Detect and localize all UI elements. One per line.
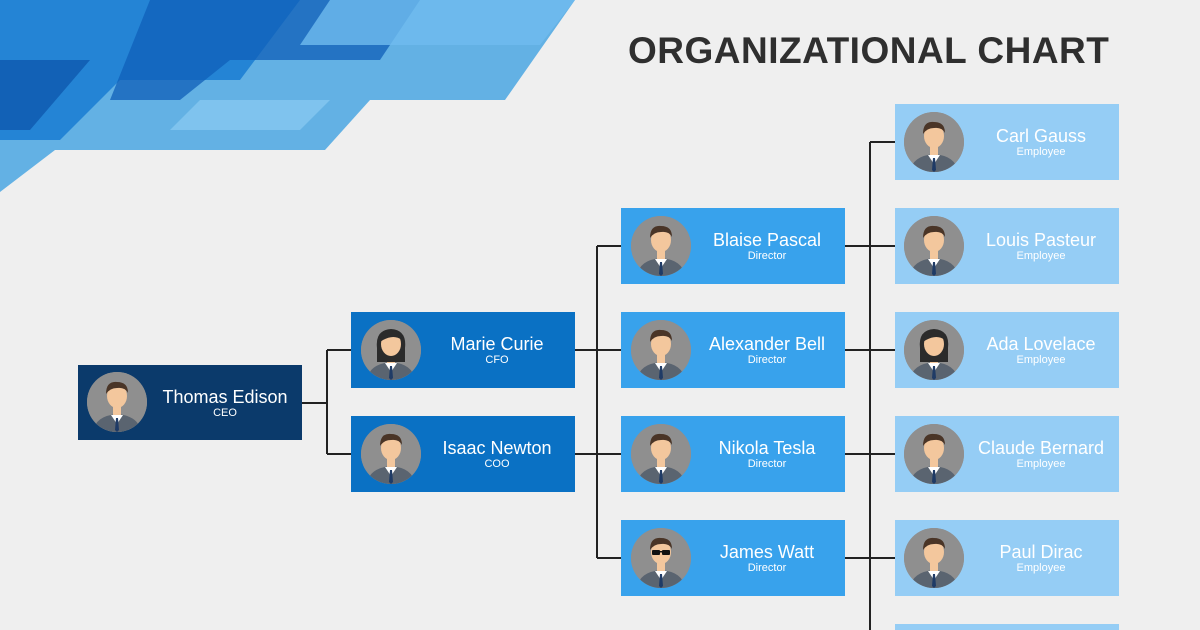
- employee-card-partial: [895, 624, 1119, 630]
- employee-name: Carl Gauss: [995, 126, 1087, 146]
- male-avatar-icon: [361, 424, 421, 484]
- director-role: Director: [747, 354, 787, 366]
- director-name: Nikola Tesla: [718, 438, 816, 458]
- director-card: James Watt Director: [621, 520, 845, 596]
- female-avatar-icon: [904, 320, 964, 380]
- glasses-avatar-icon: [631, 528, 691, 588]
- executive-name: Marie Curie: [450, 334, 544, 354]
- director-role: Director: [747, 562, 787, 574]
- director-name: Blaise Pascal: [712, 230, 822, 250]
- director-role: Director: [747, 458, 787, 470]
- director-role: Director: [747, 250, 787, 262]
- executive-role: COO: [484, 458, 510, 470]
- executive-role: CFO: [485, 354, 509, 366]
- employee-name: Paul Dirac: [999, 542, 1083, 562]
- employee-role: Employee: [1016, 458, 1066, 470]
- page-title: ORGANIZATIONAL CHART: [628, 30, 1110, 71]
- director-card: Alexander Bell Director: [621, 312, 845, 388]
- male-avatar-icon: [904, 112, 964, 172]
- director-card: Nikola Tesla Director: [621, 416, 845, 492]
- employee-name: Claude Bernard: [977, 438, 1105, 458]
- ceo-role: CEO: [213, 407, 237, 419]
- employee-role: Employee: [1016, 354, 1066, 366]
- director-name: Alexander Bell: [708, 334, 826, 354]
- female-avatar-icon: [361, 320, 421, 380]
- employee-name: Louis Pasteur: [985, 230, 1097, 250]
- employee-role: Employee: [1016, 146, 1066, 158]
- male-avatar-icon: [631, 216, 691, 276]
- male-avatar-icon: [904, 528, 964, 588]
- executive-card-coo: Isaac Newton COO: [351, 416, 575, 492]
- male-avatar-icon: [631, 320, 691, 380]
- male-avatar-icon: [87, 372, 147, 432]
- employee-role: Employee: [1016, 562, 1066, 574]
- employee-card: Carl Gauss Employee: [895, 104, 1119, 180]
- executive-card-cfo: Marie Curie CFO: [351, 312, 575, 388]
- employee-card: Ada Lovelace Employee: [895, 312, 1119, 388]
- employee-card: Louis Pasteur Employee: [895, 208, 1119, 284]
- director-name: James Watt: [719, 542, 815, 562]
- decorative-banner: [0, 0, 575, 192]
- director-card: Blaise Pascal Director: [621, 208, 845, 284]
- employee-name: Ada Lovelace: [986, 334, 1096, 354]
- male-avatar-icon: [904, 424, 964, 484]
- ceo-card: Thomas Edison CEO: [78, 365, 302, 440]
- male-avatar-icon: [631, 424, 691, 484]
- executive-name: Isaac Newton: [442, 438, 552, 458]
- employee-card: Claude Bernard Employee: [895, 416, 1119, 492]
- employee-role: Employee: [1016, 250, 1066, 262]
- employee-card: Paul Dirac Employee: [895, 520, 1119, 596]
- ceo-name: Thomas Edison: [162, 387, 288, 407]
- male-avatar-icon: [904, 216, 964, 276]
